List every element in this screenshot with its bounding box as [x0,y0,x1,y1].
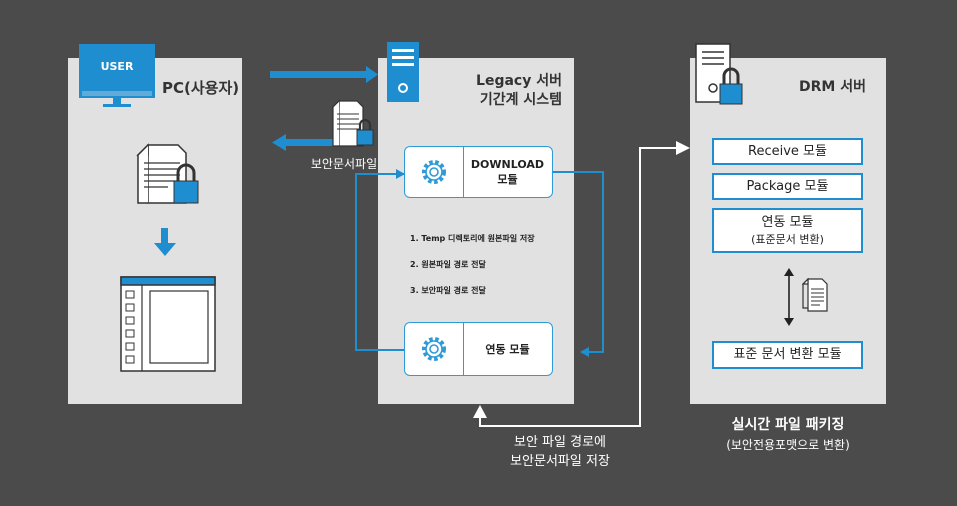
download-module-line2: 모듈 [497,173,518,186]
locked-document-icon [134,143,204,207]
drm-title: DRM 서버 [799,79,866,95]
bottom-caption-line1: 보안 파일 경로에 [514,435,606,450]
download-module-label: DOWNLOAD 모듈 [463,147,552,197]
legacy-link-module-label: 연동 모듈 [485,342,530,356]
user-label: USER [100,60,134,73]
secure-doc-label: 보안문서파일 [310,157,378,171]
step-1: 1. Temp 디렉토리에 원본파일 저장 [410,234,535,243]
legacy-left-loop-head [396,169,405,179]
monitor-icon [78,42,158,108]
legacy-left-loop [355,173,404,351]
drm-link-module-line2: (표준문서 변환) [751,233,824,246]
gear-icon [405,147,464,197]
drm-connector-head-up [473,405,487,418]
standard-conversion-module: 표준 문서 변환 모듈 [712,341,863,369]
locked-server-icon [694,42,744,106]
legacy-link-module: 연동 모듈 [404,322,553,376]
down-arrow-icon [150,228,180,258]
legacy-title-line2: 기간계 시스템 [479,92,562,108]
download-module: DOWNLOAD 모듈 [404,146,553,198]
bidirectional-arrow-icon [782,268,796,326]
package-module: Package 모듈 [712,173,863,200]
drm-caption-line1: 실시간 파일 패키징 [731,417,845,433]
legacy-title-line1: Legacy 서버 [476,73,562,89]
step-2: 2. 원본파일 경로 전달 [410,260,486,269]
download-module-line1: DOWNLOAD [470,158,545,171]
bottom-caption-line2: 보안문서파일 저장 [510,454,610,469]
file-window-icon [120,276,216,372]
legacy-right-loop [553,171,604,353]
receive-module: Receive 모듈 [712,138,863,165]
drm-connector [479,147,678,427]
drm-caption-line2: (보안전용포맷으로 변환) [726,438,850,452]
drm-link-module: 연동 모듈 (표준문서 변환) [712,208,863,253]
legacy-right-loop-head [580,347,589,357]
step-3: 3. 보안파일 경로 전달 [410,286,486,295]
request-arrow [270,66,378,83]
response-arrow [272,134,336,151]
drm-connector-head-right [676,141,690,155]
pc-title: PC(사용자) [162,79,240,97]
server-icon [386,41,420,103]
gear-icon [405,323,464,375]
document-icon [801,277,828,312]
drm-link-module-line1: 연동 모듈 [761,215,814,230]
secure-document-icon [331,99,375,148]
